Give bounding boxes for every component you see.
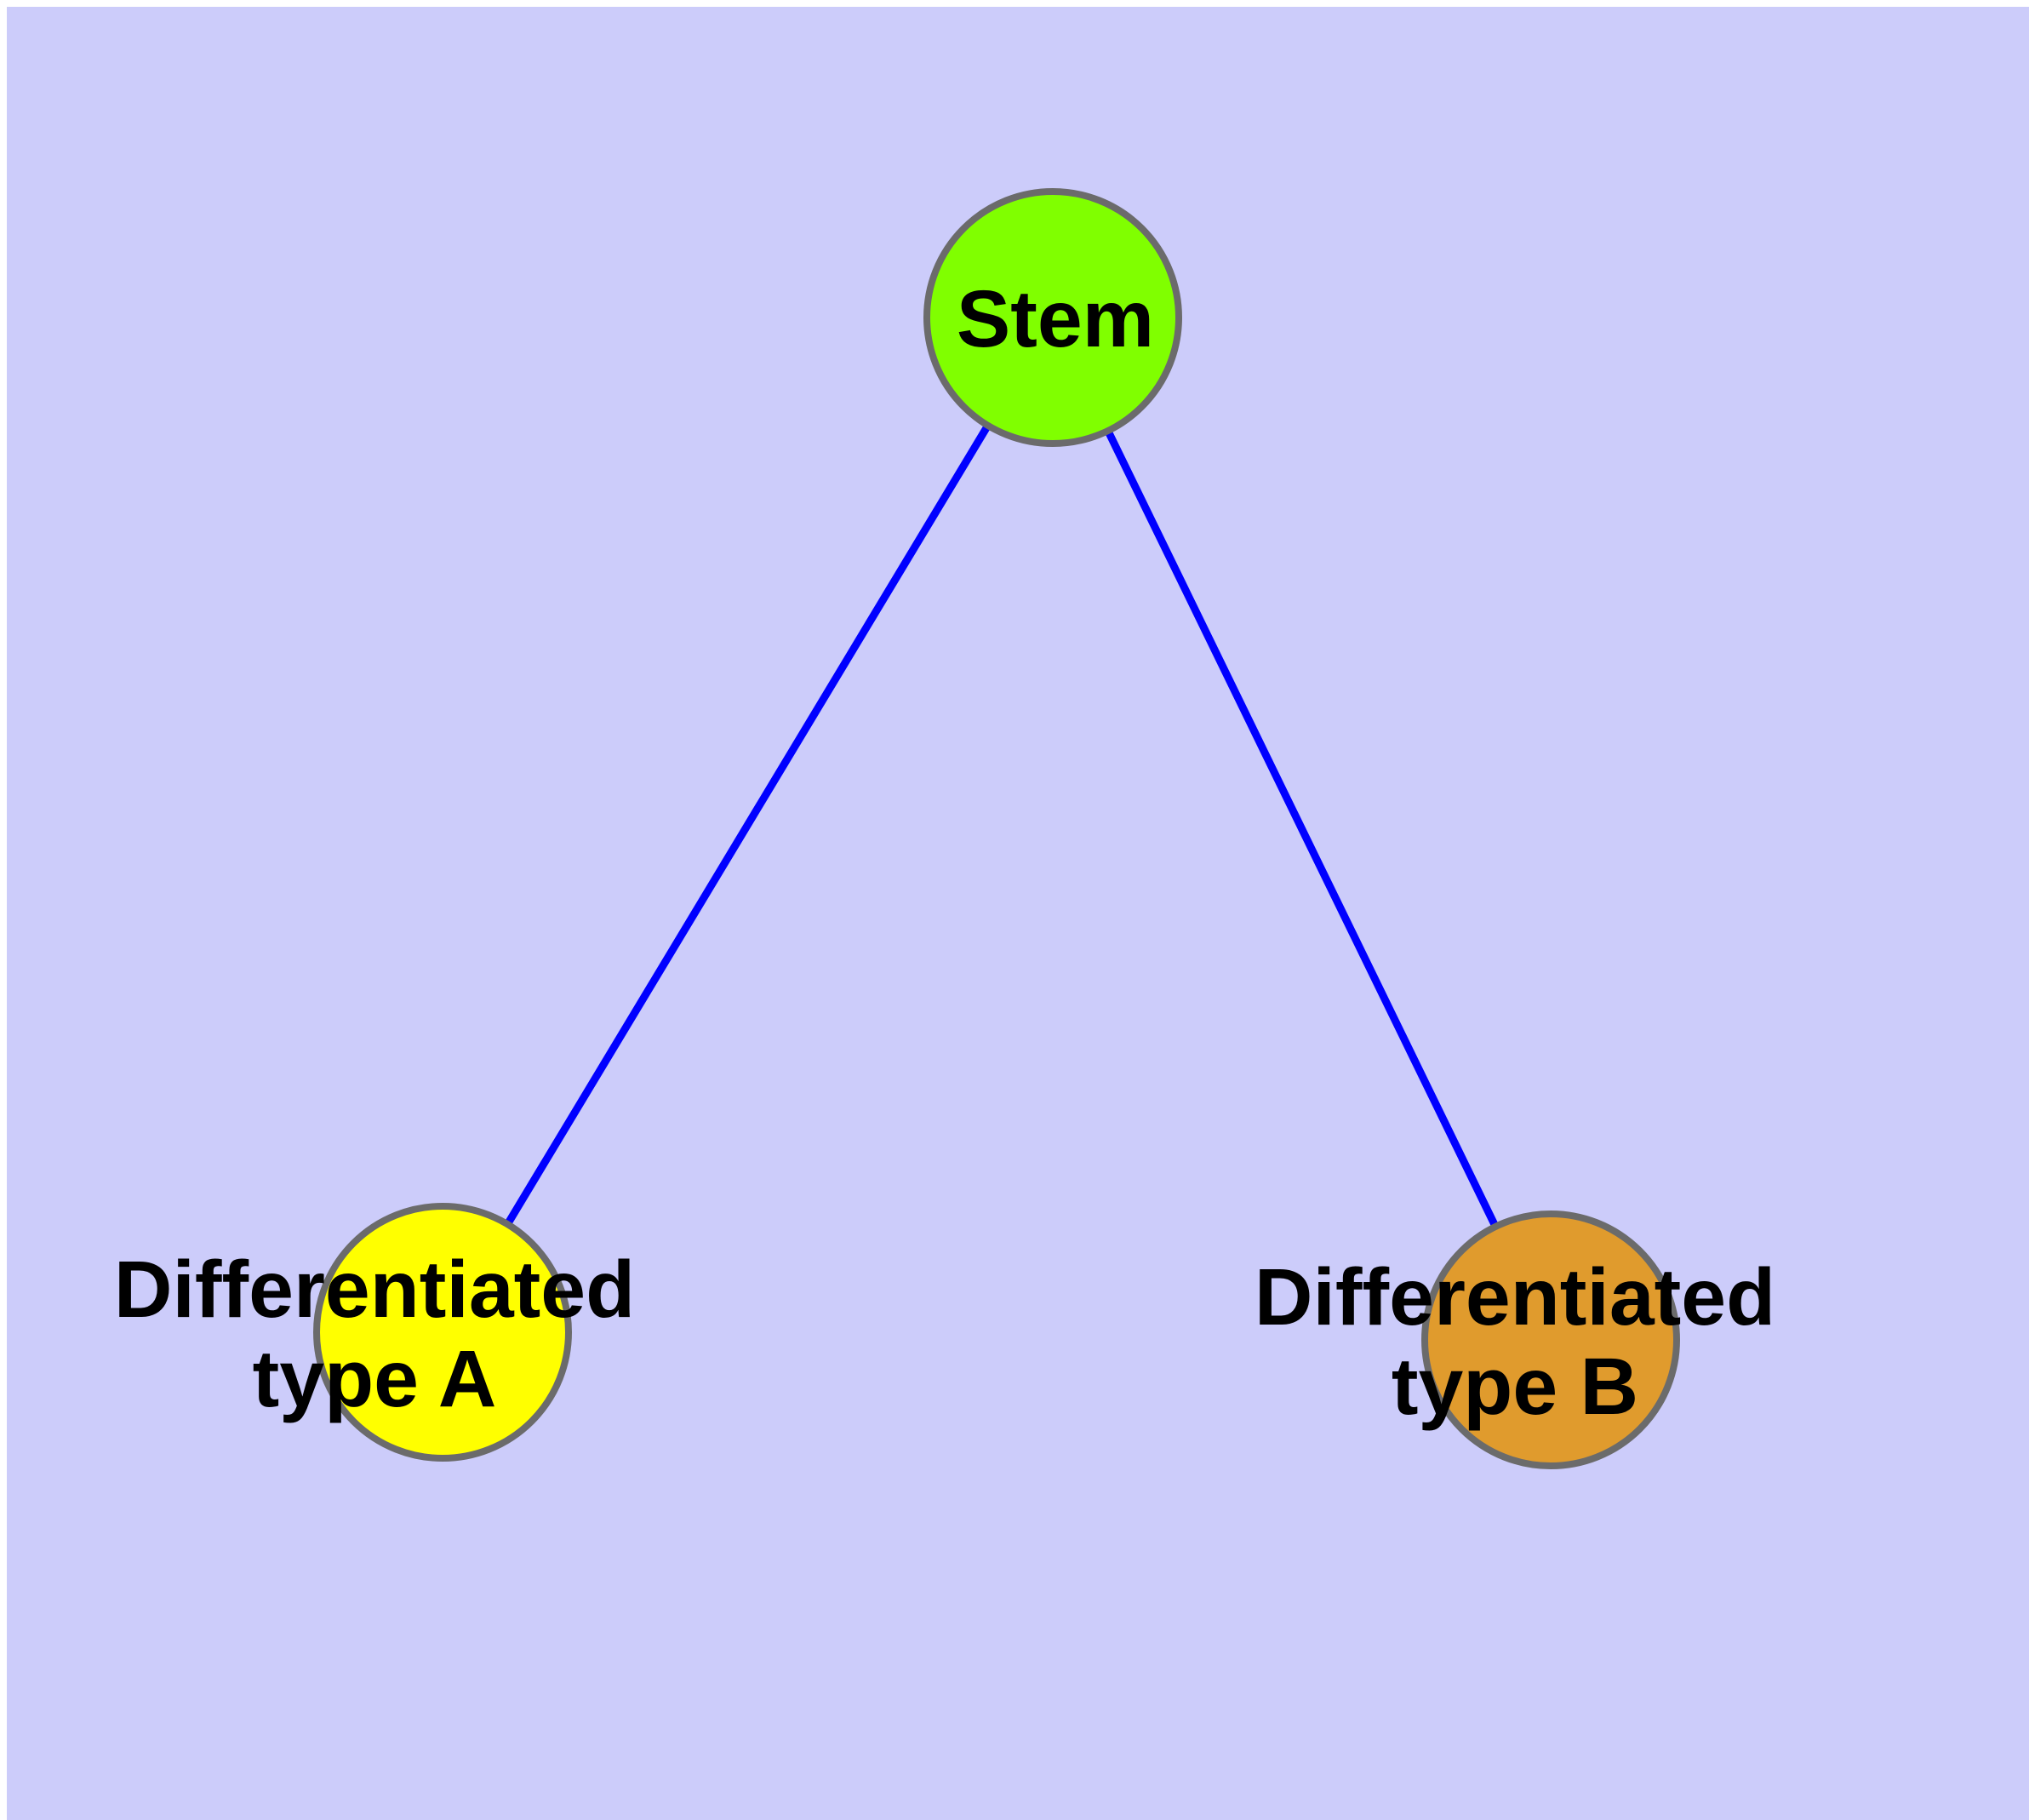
node-label-differentiated-type-b-line1: Differentiated — [1255, 1252, 1775, 1342]
node-stem[interactable] — [923, 188, 1182, 447]
node-label-differentiated-type-b-line2: type B — [1392, 1342, 1638, 1432]
label-layer: Stem Differentiated type A Differentiate… — [114, 274, 1775, 1432]
node-layer — [313, 188, 1680, 1469]
node-label-differentiated-type-a-line2: type A — [253, 1334, 497, 1424]
edge-stem-to-differentiated-type-b[interactable] — [1049, 313, 1555, 1344]
node-differentiated-type-b[interactable] — [1421, 1210, 1680, 1469]
node-differentiated-type-a[interactable] — [313, 1203, 572, 1462]
edge-layer — [438, 313, 1555, 1344]
node-label-differentiated-type-a-line1: Differentiated — [114, 1245, 635, 1335]
node-label-stem: Stem — [957, 274, 1154, 364]
edge-stem-to-differentiated-type-a[interactable] — [438, 313, 1057, 1336]
